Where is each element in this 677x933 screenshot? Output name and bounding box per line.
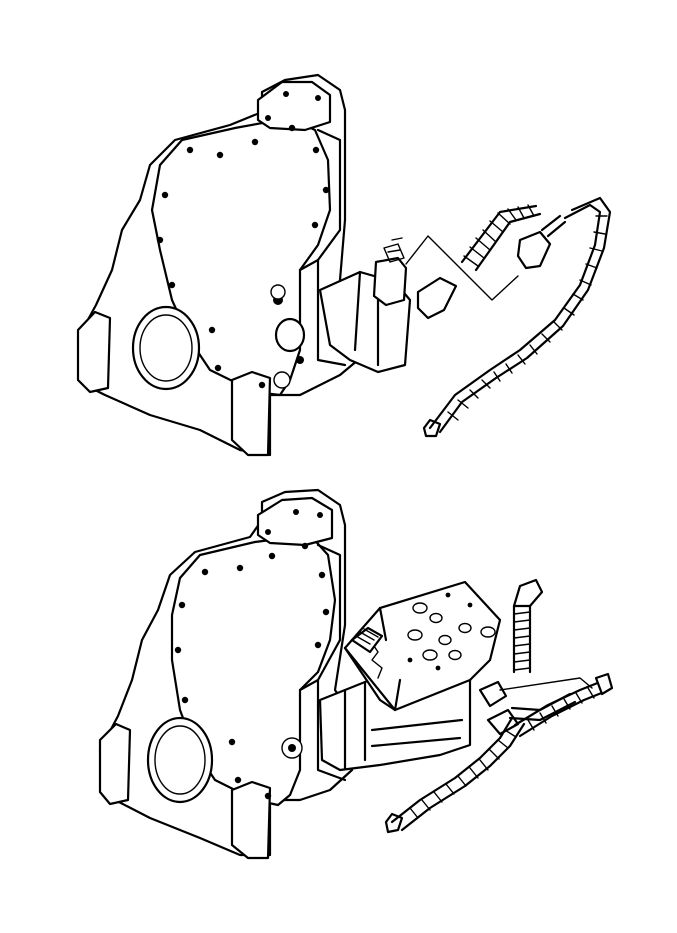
return-hose — [513, 672, 614, 738]
crank-seal-inner — [139, 314, 193, 382]
crank-seal-outer — [131, 305, 201, 391]
upper-tab — [256, 80, 332, 132]
line-end-fitting — [422, 418, 442, 438]
pump-head-crack — [369, 639, 383, 679]
sensor-body — [372, 256, 408, 307]
pump-outlet-fitting — [478, 680, 508, 708]
housing-nut-1 — [270, 284, 286, 300]
pump-head-fittings — [407, 592, 496, 671]
sensor-connector — [383, 237, 405, 263]
drive-gear-center — [288, 744, 296, 752]
cover-flange — [298, 128, 347, 367]
pump-inlet-spring — [350, 626, 384, 654]
pump-body-ribs — [343, 680, 464, 770]
pump-head-side — [343, 606, 402, 712]
crank-seal-inner-2 — [154, 725, 206, 795]
drive-housing-edge — [353, 270, 380, 367]
spring-wrap-vertical — [512, 578, 544, 674]
view-1-front-cover-assembly — [76, 73, 612, 457]
pump-head — [343, 580, 502, 712]
cross-hose — [508, 692, 577, 722]
line-end-fitting-2 — [384, 812, 404, 834]
housing-bolts — [156, 91, 330, 389]
pump-bore — [274, 317, 306, 353]
housing-bolts-2 — [174, 509, 330, 800]
bottom-foot — [230, 370, 272, 457]
fuel-line-wrapped — [422, 196, 612, 438]
callout-leader — [405, 235, 519, 301]
view-2-front-cover-with-pump — [98, 488, 614, 860]
bottom-foot-2 — [230, 780, 272, 860]
cover-flange-2 — [298, 543, 347, 782]
spring-wrap-short — [460, 204, 542, 272]
upper-tab-2 — [256, 496, 334, 547]
left-foot-2 — [98, 722, 132, 806]
pump-return-fitting — [486, 708, 520, 736]
left-foot — [76, 310, 112, 394]
crank-seal-outer-2 — [146, 716, 214, 804]
callout-leader-2 — [499, 677, 593, 691]
harness-lead — [540, 214, 567, 238]
fuel-line-wrapped-2 — [384, 716, 526, 834]
housing-nut-2 — [273, 371, 291, 389]
harness-lead-end — [516, 230, 552, 270]
sensor-fitting — [416, 276, 458, 320]
